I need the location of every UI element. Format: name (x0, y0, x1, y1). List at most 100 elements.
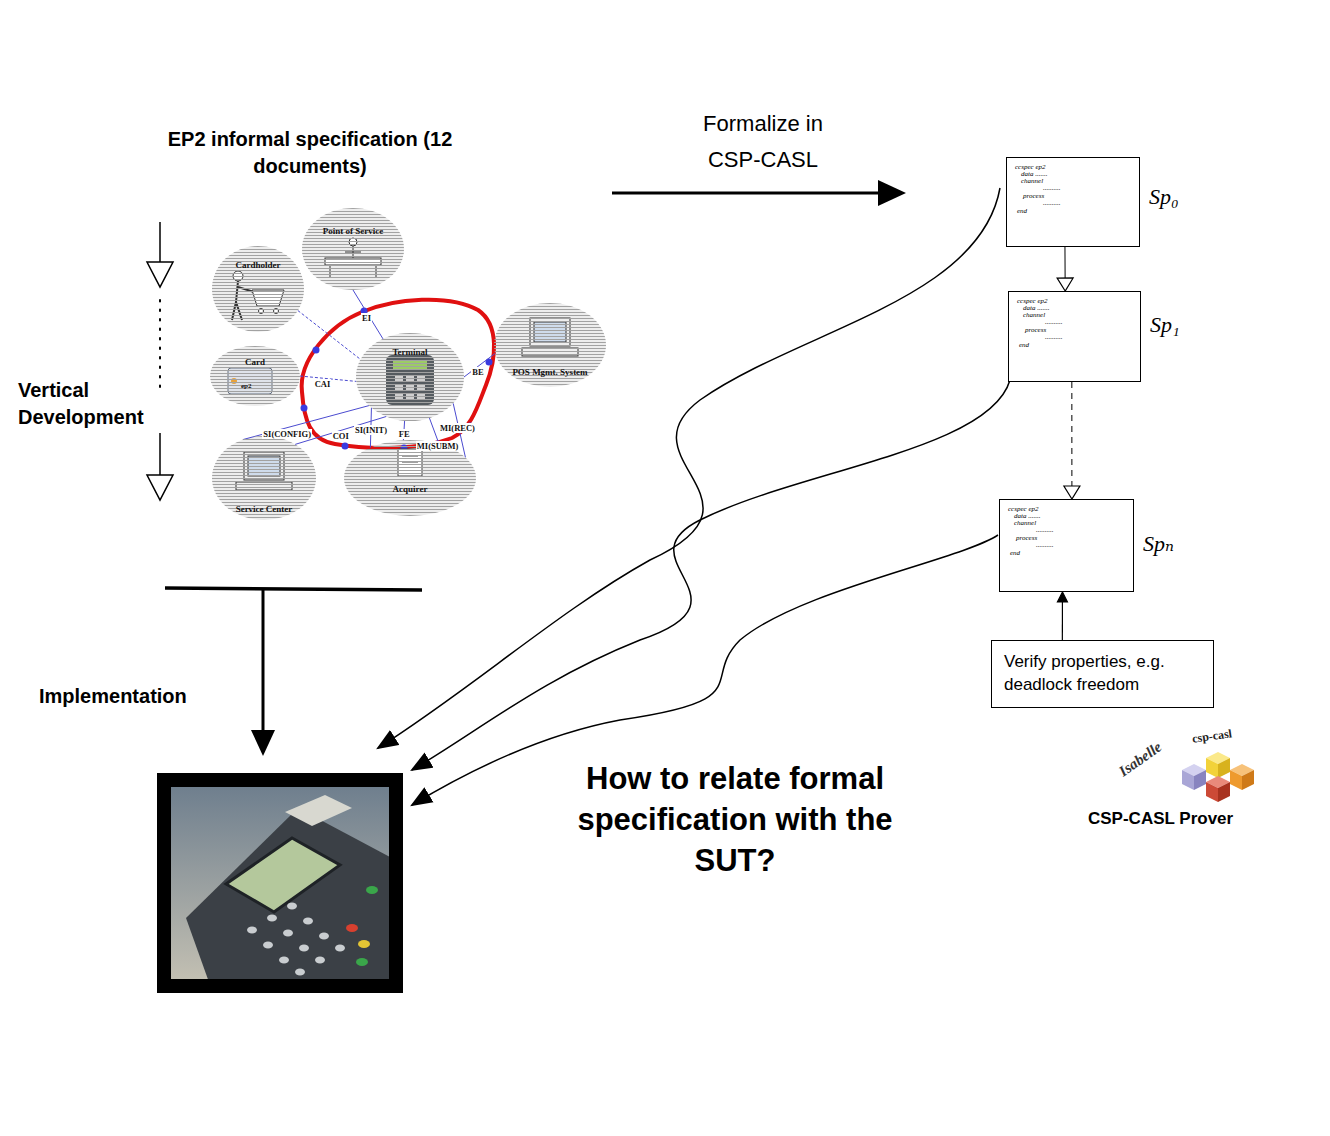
spec-line-holder: .......... (1045, 318, 1063, 326)
oval-grounds (210, 208, 606, 520)
spec-box: ccspec ep2data .......channel..........p… (1006, 157, 1140, 247)
label-holder: Isabelle (1116, 750, 1164, 768)
oval-text-holder: Card (245, 351, 265, 369)
spec-code-line: channel (1021, 177, 1043, 185)
spec-line-holder: data ....... (1021, 170, 1047, 178)
oval-label: Cardholder (236, 260, 281, 270)
wavy-arrows (378, 188, 1010, 805)
oval-outline (302, 208, 404, 290)
oval-shape (356, 333, 464, 421)
oval-node: Service Center (212, 436, 316, 520)
photo-frame (164, 780, 396, 986)
text-label: Formalize in CSP-CASL (690, 106, 836, 178)
edge-label-holder: MI(SUBM) (416, 435, 460, 453)
label-holder: csp-casl (1192, 726, 1232, 744)
spec-code-line: channel (1014, 519, 1036, 527)
edge-label-holder: SI(INIT) (354, 419, 388, 437)
cube-face (1242, 770, 1254, 790)
cube-face (1218, 782, 1230, 802)
clear-key (358, 940, 370, 948)
spec-code-line: .......... (1045, 333, 1063, 341)
edge-label-holder: COI (332, 425, 350, 443)
connector-line (1064, 247, 1065, 278)
interface-dot (301, 405, 308, 412)
edge-label-holder: CAI (314, 373, 332, 391)
oval-node: Cardholder (212, 246, 304, 332)
spec-line-holder: end (1017, 207, 1027, 215)
arrow-shaft (159, 433, 161, 475)
oval-label: POS Mgmt. System (512, 367, 587, 377)
arrow-head (251, 730, 275, 756)
spec-name-holder: Spₙ (1143, 531, 1174, 557)
oval-text-holder: ep2 (241, 374, 252, 392)
spec-box: ccspec ep2data .......channel..........p… (1008, 291, 1141, 382)
oval-node: POS Mgmt. System (494, 303, 606, 387)
text-label: Isabelle (1115, 738, 1165, 780)
oval-label: Acquirer (393, 484, 428, 494)
label-holder: How to relate formal specification with … (555, 758, 915, 881)
oval-ground (344, 440, 476, 516)
photo-content (171, 787, 389, 979)
interface-label: BE (471, 367, 484, 377)
arrow-head (1057, 592, 1067, 602)
cube-face (1194, 770, 1206, 790)
spec-code-line: end (1010, 549, 1020, 557)
spec-code-line: end (1019, 341, 1029, 349)
device-key (247, 927, 257, 934)
spec-code-line: process (1023, 192, 1044, 200)
device-key (335, 945, 345, 952)
open-arrow-head (147, 475, 173, 500)
spec-code-line: data ....... (1014, 512, 1040, 520)
spec-line-holder: process (1023, 192, 1044, 200)
edge-label-holder: BE (471, 361, 484, 379)
oval-label: Point of Service (323, 226, 383, 236)
text-label: Vertical Development (18, 377, 153, 431)
note-box: Verify properties, e.g. deadlock freedom (991, 640, 1214, 708)
device-key (283, 930, 293, 937)
arrow-shaft (262, 589, 265, 732)
arrow-head (878, 180, 906, 206)
device-key (287, 903, 297, 910)
spec-line-holder: end (1010, 549, 1020, 557)
label-holder: EP2 informal specification (12 documents… (160, 126, 460, 180)
connector (243, 406, 369, 440)
t-bar (165, 588, 422, 590)
spec-name-holder: Sp₁ (1150, 312, 1180, 338)
connector (1064, 382, 1080, 499)
oval-shape (210, 346, 300, 406)
connector-line (429, 418, 439, 444)
connector-line (243, 406, 369, 440)
oval-text-holder: Acquirer (393, 478, 428, 496)
spec-code-line: .......... (1036, 541, 1054, 549)
spec-line-holder: .......... (1045, 333, 1063, 341)
device-key (303, 918, 313, 925)
spec-code-line: process (1016, 534, 1037, 542)
oval-text-holder: Service Center (236, 498, 293, 516)
oval-shape (344, 440, 476, 516)
arrow-shaft (159, 222, 161, 262)
spec-line-holder: process (1025, 326, 1046, 334)
wavy-arrow (412, 380, 1010, 770)
device-key (315, 957, 325, 964)
spec-name: Sp₁ (1150, 312, 1180, 338)
device-key (295, 969, 305, 976)
ok-key (366, 886, 378, 894)
oval-node: Card ep2 (210, 346, 300, 406)
dotted-line (159, 300, 161, 395)
oval-label: Terminal (392, 347, 427, 357)
spec-code-line: channel (1023, 311, 1045, 319)
interface-label: SI(INIT) (354, 425, 388, 435)
interface-dot (342, 443, 349, 450)
spec-line-holder: process (1016, 534, 1037, 542)
device-body (186, 808, 389, 979)
oval-text-holder: Point of Service (323, 220, 383, 238)
oval-text-holder: POS Mgmt. System (512, 361, 587, 379)
label-holder: Implementation (39, 683, 187, 710)
oval-outline (356, 333, 464, 421)
spec-line-holder: ccspec ep2 (1015, 163, 1046, 171)
interface-label: FE (398, 429, 411, 439)
open-arrow-head (1057, 278, 1073, 291)
cube-face (1206, 782, 1218, 802)
spec-line-holder: channel (1014, 519, 1036, 527)
oval-text-holder: Terminal (392, 341, 427, 359)
